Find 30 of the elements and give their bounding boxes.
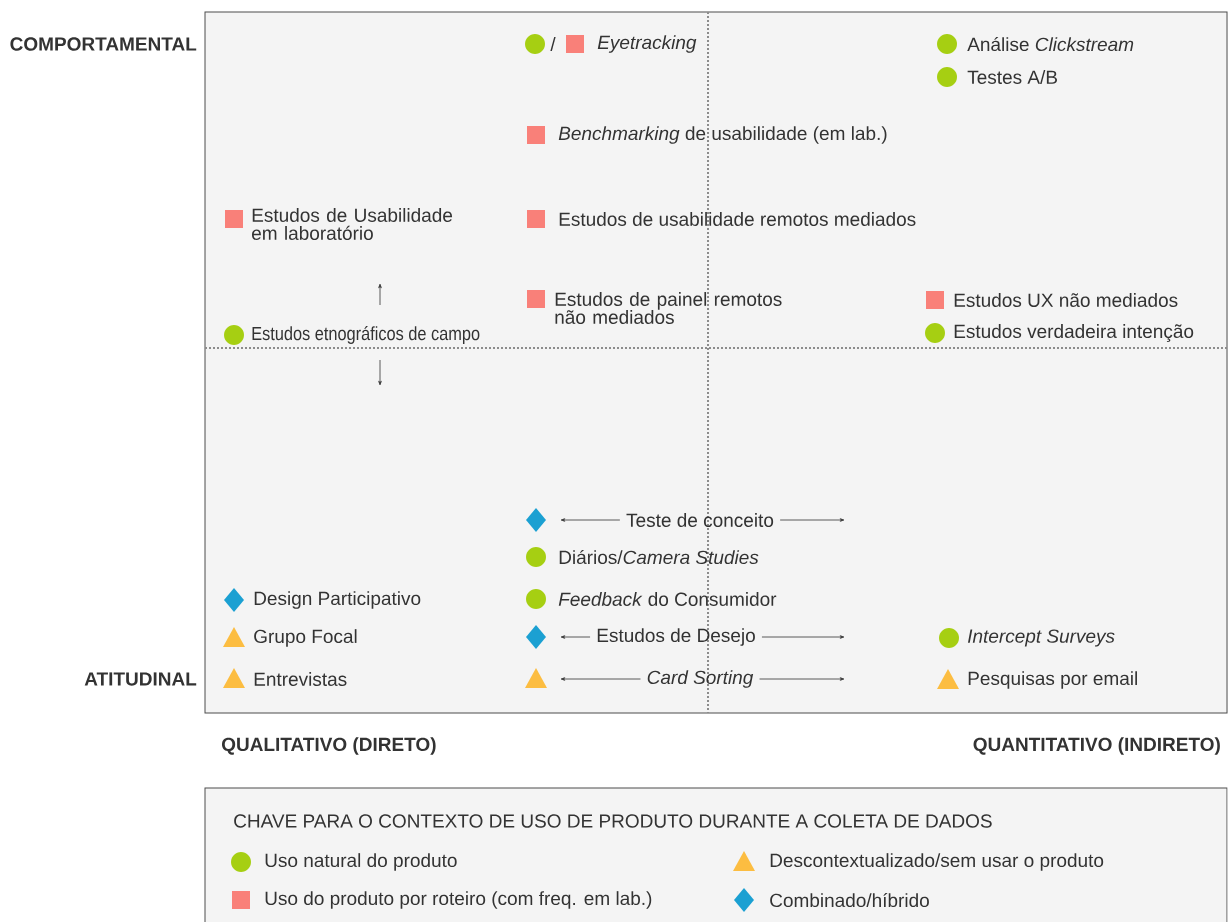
method-label: Entrevistas — [254, 672, 347, 686]
legend-label: Combinado/híbrido — [770, 892, 929, 908]
method-label: Teste de conceito — [626, 513, 774, 527]
method-label: Testes A/B — [967, 70, 1057, 84]
method-label: Análise Clickstream — [967, 36, 1134, 52]
separator-slash: / — [550, 37, 556, 51]
method-label: Estudos de Desejo — [597, 628, 755, 646]
method-label: Card Sorting — [647, 670, 754, 688]
axis-label: QUANTITATIVO (INDIRETO) — [973, 737, 1220, 755]
method-label: Estudos UX não mediados — [954, 293, 1178, 307]
method-label: Feedback do Consumidor — [558, 592, 777, 606]
legend-label: Descontextualizado/sem usar o produto — [770, 853, 1104, 871]
method-label: Intercept Surveys — [967, 629, 1115, 647]
legend-label: Uso do produto por roteiro (com freq. em lab.) — [265, 891, 652, 909]
method-label: Estudos de usabilidade remotos mediados — [559, 212, 916, 226]
method-label: Estudos verdadeira intenção — [954, 324, 1194, 342]
method-label: Design Participativo — [254, 591, 421, 609]
legend-label: Uso natural do produto — [265, 853, 457, 871]
method-label: Estudos de painel remotos não mediados — [555, 292, 782, 324]
method-label: Estudos de Usabilidade em laboratório — [252, 208, 453, 240]
method-label: Estudos etnográficos de campo — [252, 326, 480, 344]
legend-title: CHAVE PARA O CONTEXTO DE USO DE PRODUTO DURANTE A COLETA DE DADOS — [234, 814, 992, 828]
axis-label: QUALITATIVO (DIRETO) — [222, 737, 436, 755]
axis-label: ATITUDINAL — [84, 672, 197, 686]
method-label: Eyetracking — [597, 35, 697, 53]
method-label: Benchmarking de usabilidade (em lab.) — [558, 126, 887, 144]
method-label: Grupo Focal — [254, 629, 357, 647]
axis-label: COMPORTAMENTAL — [10, 37, 197, 51]
method-label: Pesquisas por email — [968, 671, 1137, 689]
method-label: Diários/Camera Studies — [559, 549, 759, 565]
